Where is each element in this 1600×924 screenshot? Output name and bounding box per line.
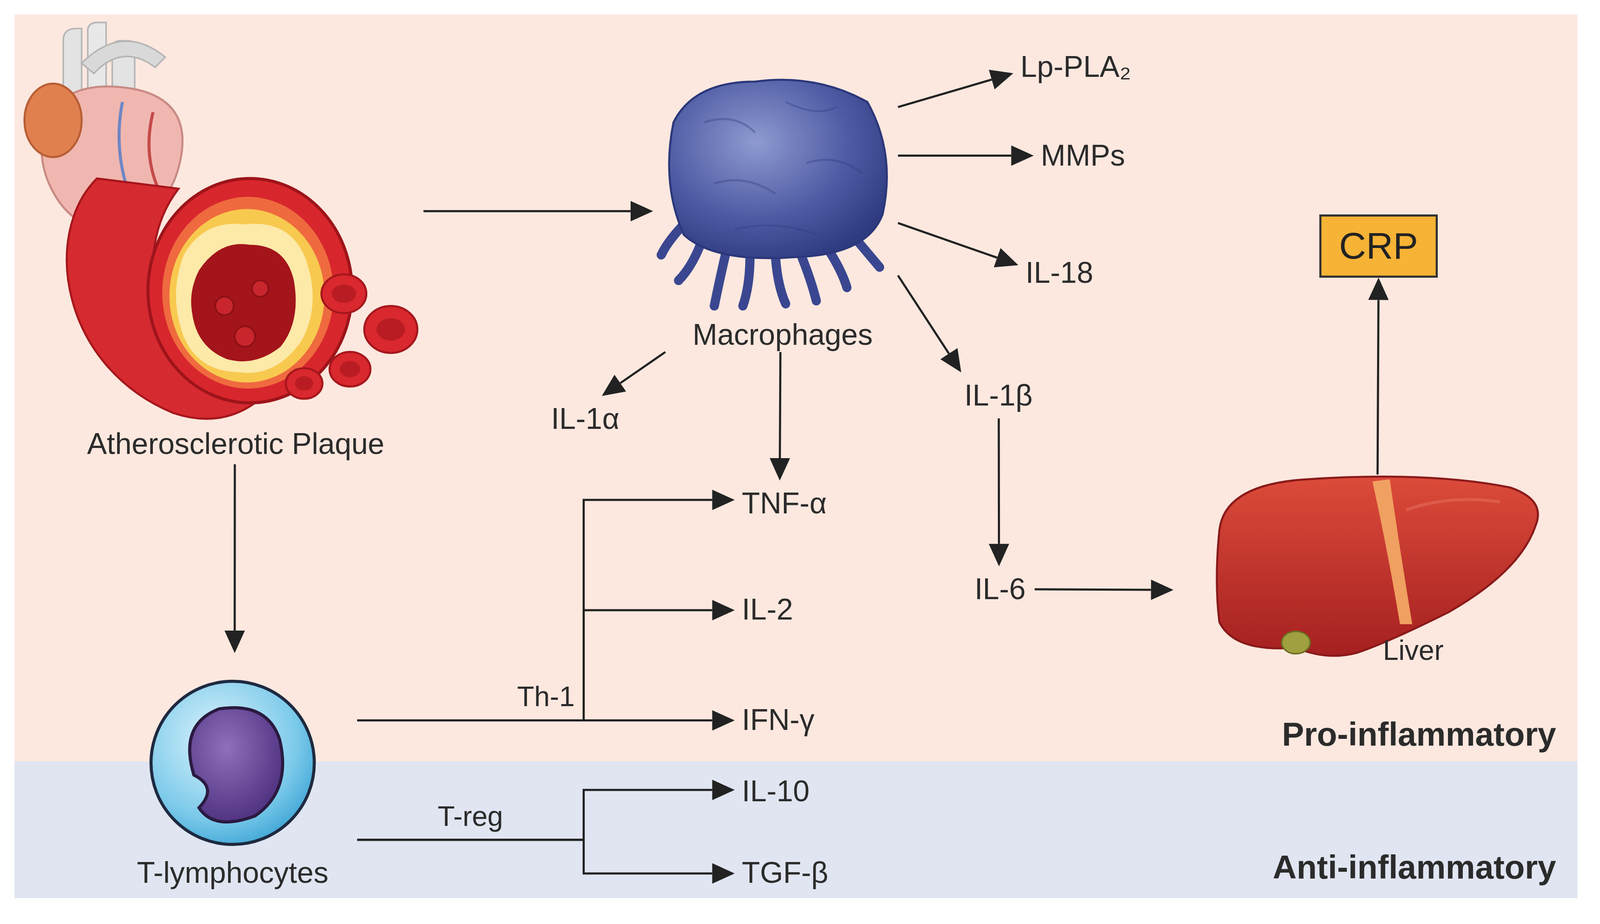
blood-cell: [234, 326, 256, 347]
connector-line: [233, 464, 236, 631]
blood-cell-center: [376, 318, 406, 341]
cytokine-node: IL-10: [734, 768, 817, 815]
liver-highlight: [1405, 499, 1500, 510]
node-label: TGF-β: [741, 856, 829, 890]
gallbladder: [1281, 631, 1310, 654]
node-label: T-lymphocytes: [136, 856, 329, 889]
lymphocyte-illustration: [151, 681, 315, 845]
cell-texture: [704, 101, 862, 235]
texture-line: [734, 225, 817, 235]
macrophage-body: [669, 79, 888, 259]
cytokine-node: Lp-PLA₂: [1013, 43, 1141, 90]
node-label: MMPs: [1040, 139, 1125, 172]
coronary-vessel: [149, 112, 159, 189]
cytokine-node: IL-1β: [957, 372, 1039, 419]
cytokine-node: TNF-α: [734, 480, 833, 527]
connector-line: [423, 210, 631, 213]
node-label: TNF-α: [741, 487, 827, 520]
connector-line: [997, 418, 1000, 544]
plaque-ring: [169, 208, 325, 383]
node-label: Lp-PLA₂: [1020, 50, 1132, 84]
node-label: Macrophages: [692, 318, 873, 352]
node-label: Atherosclerotic Plaque: [87, 427, 385, 461]
connector-line: [1034, 589, 1152, 590]
connector-line: [780, 352, 781, 459]
texture-line: [704, 118, 755, 133]
connector-line: [357, 719, 713, 722]
blood-cell-center: [339, 360, 361, 378]
blood-cell: [252, 280, 269, 297]
lymphocyte-nucleus: [189, 707, 283, 823]
node-label: CRP: [1339, 225, 1419, 267]
artery-intima: [162, 197, 334, 389]
connector-line: [1377, 299, 1379, 475]
illustrated-node: Liver: [1173, 474, 1547, 674]
lymphocyte-cell: [151, 681, 315, 845]
cytokine-node: IL-6: [967, 566, 1035, 613]
node-label: IFN-γ: [741, 703, 815, 737]
blood-cell: [364, 306, 418, 353]
node-label: IL-1α: [551, 402, 620, 436]
falciform-ligament: [1372, 479, 1413, 625]
blood-cell: [329, 352, 371, 387]
node-label: Pro-inflammatory: [1281, 716, 1557, 753]
edge-label: Th-1: [517, 681, 575, 713]
node-label: IL-18: [1025, 256, 1094, 290]
heart-atrium: [24, 83, 82, 158]
node-label: IL-1β: [964, 379, 1033, 412]
illustrated-node: Macrophages: [653, 71, 899, 353]
cytokine-node: TGF-β: [734, 850, 835, 896]
cytokine-node: MMPs: [1033, 132, 1136, 179]
texture-line: [714, 180, 776, 194]
node-label: Liver: [1383, 634, 1444, 666]
texture-line: [805, 159, 862, 174]
illustrated-node: Atherosclerotic Plaque: [25, 25, 424, 465]
edge-label: T-reg: [437, 800, 504, 832]
node-label: IL-2: [741, 593, 794, 626]
node-label: IL-10: [741, 774, 810, 808]
cytokine-node: IL-1α: [543, 395, 626, 442]
node-label: IL-6: [974, 572, 1026, 606]
blood-cell: [215, 296, 234, 316]
blood-cell: [321, 274, 367, 313]
texture-line: [785, 101, 837, 112]
plaque-deposit: [176, 223, 313, 373]
region-band: Pro-inflammatory Atherosclerotic Plaque Ma…: [14, 14, 1578, 762]
illustrated-node: T-lymphocytes: [112, 653, 358, 896]
blood-cell-center: [294, 376, 313, 391]
blood-cell: [285, 368, 323, 399]
artery-lumen: [191, 244, 296, 362]
cytokine-node: IL-2: [734, 586, 803, 633]
node-label: Anti-inflammatory: [1272, 849, 1556, 886]
blood-cell-center: [331, 284, 357, 303]
cytokine-node: IL-18: [1018, 250, 1100, 296]
cytokine-node: IFN-γ: [734, 696, 823, 743]
marker-box: CRP: [1319, 214, 1438, 278]
connector-line: [898, 154, 1012, 157]
